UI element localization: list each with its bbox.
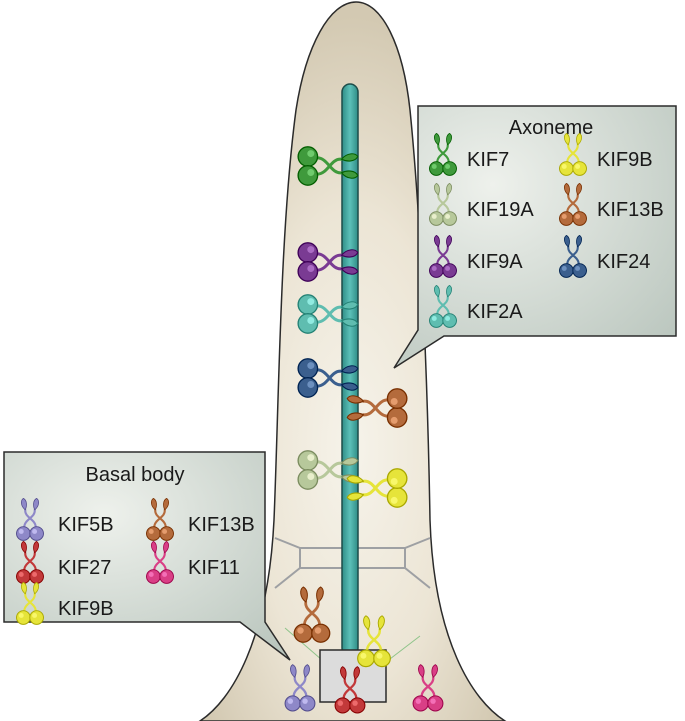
kif11-icon [146, 540, 174, 584]
basal-fibers [284, 627, 421, 663]
legend-label-kif24: KIF24 [597, 251, 650, 273]
legend-label-kif9b: KIF9B [58, 598, 114, 620]
legend-label-kif13b: KIF13B [597, 199, 664, 221]
cilium-kif2a [297, 294, 359, 334]
legend-label-kif11: KIF11 [188, 557, 240, 579]
axoneme-callout-box [393, 105, 677, 369]
kif13b-icon [559, 182, 587, 226]
legend-label-kif2a: KIF2A [467, 301, 523, 323]
kif9a-icon [429, 234, 457, 278]
kif13b-icon [146, 497, 174, 541]
kif7-icon [429, 132, 457, 176]
kif2a-icon [429, 284, 457, 328]
legend-label-kif9a: KIF9A [467, 251, 523, 273]
basal-kif5b [284, 664, 316, 712]
kif24-icon [559, 234, 587, 278]
transition-zone-fibers [274, 537, 431, 589]
legend-label-kif19a: KIF19A [467, 199, 534, 221]
motors-on-cilium [284, 146, 444, 714]
basal-callout-box [3, 451, 291, 661]
basal-kif11 [412, 664, 444, 712]
kif9b-icon [559, 132, 587, 176]
legend-label-kif27: KIF27 [58, 557, 111, 579]
basal-callout-title: Basal body [86, 464, 185, 486]
cilium-kif9a [297, 242, 359, 282]
basal-kif9b [357, 615, 391, 668]
cilium-kif19a [297, 450, 359, 490]
cilium-kif13b [346, 388, 408, 428]
kif5b-icon [16, 497, 44, 541]
cilium-kif24 [297, 358, 359, 398]
legend-label-kif5b: KIF5B [58, 514, 114, 536]
kif9b-icon [16, 581, 44, 625]
axoneme-callout-title: Axoneme [509, 117, 594, 139]
kif27-icon [16, 540, 44, 584]
cilium-kif7 [297, 146, 359, 186]
kif19a-icon [429, 182, 457, 226]
basal-kif27 [334, 666, 366, 714]
legend-label-kif9b: KIF9B [597, 149, 653, 171]
cilium-kif9b [346, 468, 408, 508]
legend-label-kif7: KIF7 [467, 149, 509, 171]
legend-label-kif13b: KIF13B [188, 514, 255, 536]
basal-kif13b [293, 586, 331, 643]
